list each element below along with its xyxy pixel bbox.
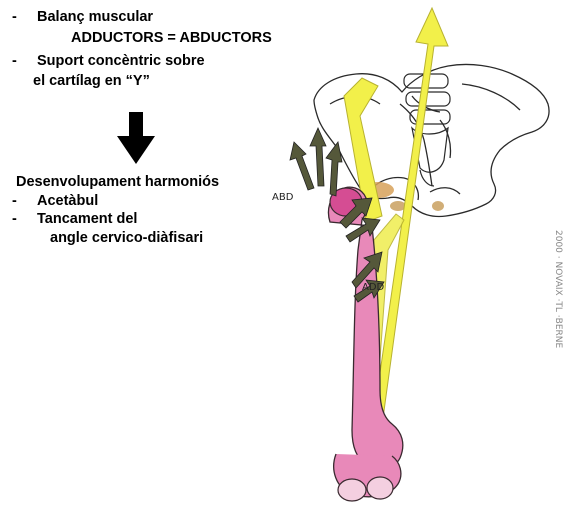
add-label: ADD bbox=[362, 282, 385, 293]
abd-arrow-3 bbox=[290, 142, 314, 190]
side-credit: 2000 · NOVAIX ·TL ·BERNE bbox=[553, 230, 563, 349]
abd-label: ABD bbox=[272, 192, 294, 203]
abd-arrow-1 bbox=[310, 128, 326, 186]
femoral-condyle-medial bbox=[338, 479, 366, 501]
femoral-condyle-lateral bbox=[367, 477, 393, 499]
abd-arrow-2 bbox=[326, 142, 342, 196]
